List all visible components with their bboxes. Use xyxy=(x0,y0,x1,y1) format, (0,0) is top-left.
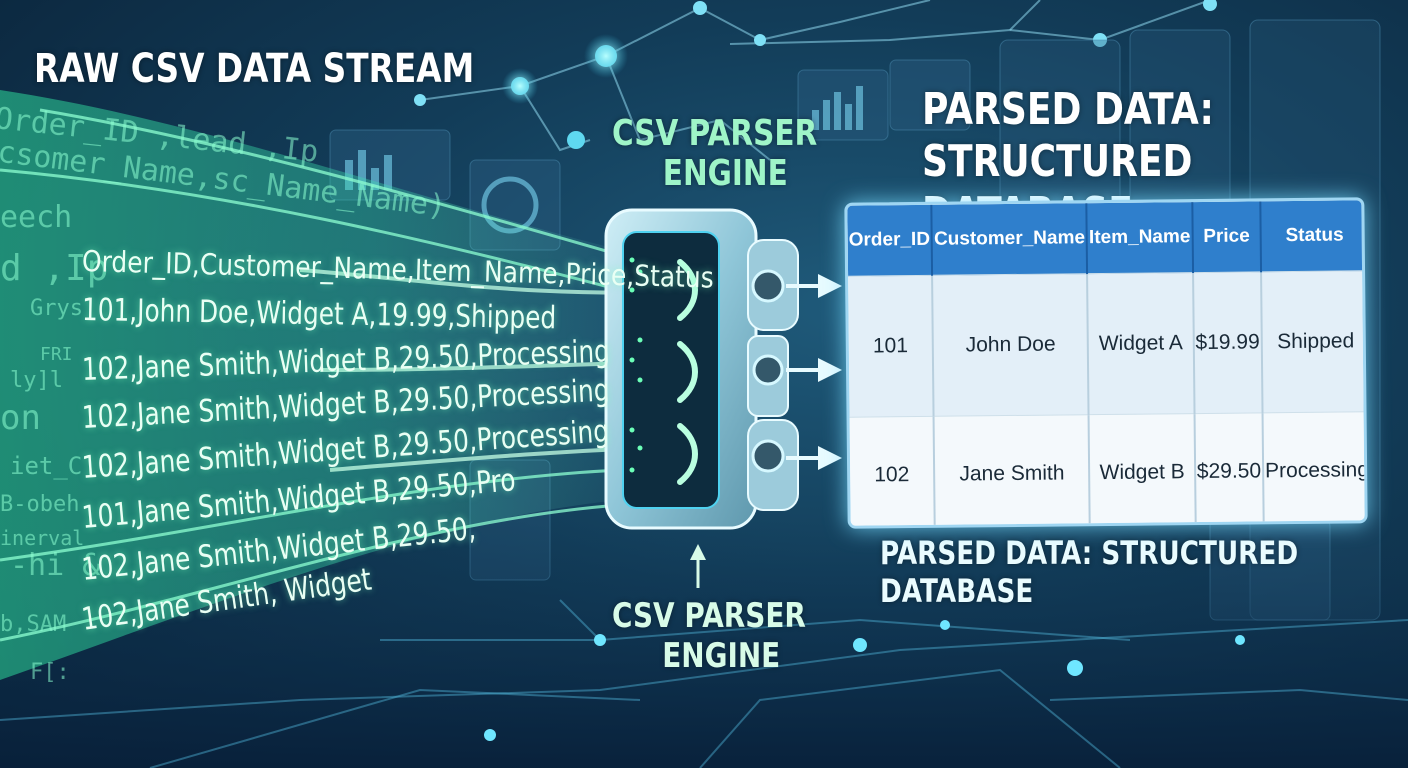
column-header: Customer_Name xyxy=(931,203,1088,276)
engine-top-line2: ENGINE xyxy=(662,153,788,194)
ghost-line: -hi & xyxy=(10,548,101,583)
ghost-line: b,SAM xyxy=(0,612,67,637)
engine-top-line1: CSV PARSER xyxy=(612,113,818,154)
table-cell: $19.99 xyxy=(1192,271,1263,414)
raw-stream-title: RAW CSV DATA STREAM xyxy=(34,46,475,92)
structured-table: Order_ID Customer_Name Item_Name Price S… xyxy=(844,197,1368,529)
ghost-line: F[: xyxy=(30,660,70,685)
floor-nodes xyxy=(484,620,1245,741)
engine-bottom-line1: CSV PARSER xyxy=(612,596,806,636)
table-cell: Shipped xyxy=(1260,270,1368,413)
table-cell: Widget B xyxy=(1088,413,1196,529)
parsed-title-line1: PARSED DATA: xyxy=(922,84,1214,135)
parsed-table: Order_ID Customer_Name Item_Name Price S… xyxy=(847,200,1368,529)
ghost-line: on xyxy=(0,398,41,438)
ghost-line: FRI xyxy=(40,344,73,365)
table-cell: Widget A xyxy=(1087,272,1195,415)
output-arrows xyxy=(786,274,842,470)
engine-bottom-line2: ENGINE xyxy=(662,636,781,676)
parser-engine-device xyxy=(604,208,799,530)
table-header-row: Order_ID Customer_Name Item_Name Price S… xyxy=(847,200,1368,277)
table-cell: 101 xyxy=(848,275,934,418)
table-row: 101 John Doe Widget A $19.99 Shipped xyxy=(848,270,1368,418)
parsed-data-caption: PARSED DATA: STRUCTURED DATABASE xyxy=(880,534,1299,610)
data-stream xyxy=(0,90,620,680)
table-cell: Jane Smith xyxy=(933,414,1091,529)
table-cell: John Doe xyxy=(932,273,1089,417)
ghost-line: iet_C xyxy=(10,452,83,480)
table-cell: 102 xyxy=(849,416,936,529)
ghost-line: d ,Ip xyxy=(0,248,109,289)
column-header: Price xyxy=(1192,201,1261,273)
column-header: Item_Name xyxy=(1086,202,1193,274)
ghost-line: B-obeh xyxy=(0,492,80,517)
ghost-line: ly]l xyxy=(10,368,63,393)
engine-label-bottom: CSV PARSER ENGINE xyxy=(612,596,806,676)
column-header: Status xyxy=(1260,200,1368,272)
engine-pointer-arrow xyxy=(690,544,706,588)
table-row: 102 Jane Smith Widget B $29.50 Processin… xyxy=(849,411,1368,529)
table-cell: $29.50 xyxy=(1194,412,1264,529)
engine-label-top: CSV PARSER ENGINE xyxy=(612,114,817,194)
floor-circuits xyxy=(0,599,1408,768)
ghost-line: Grys xyxy=(30,296,83,321)
column-header: Order_ID xyxy=(847,204,933,277)
ghost-line: inerval xyxy=(0,526,85,550)
network-nodes xyxy=(414,0,1217,149)
table-cell: Processing xyxy=(1262,411,1368,529)
ghost-line: eech xyxy=(0,200,73,235)
